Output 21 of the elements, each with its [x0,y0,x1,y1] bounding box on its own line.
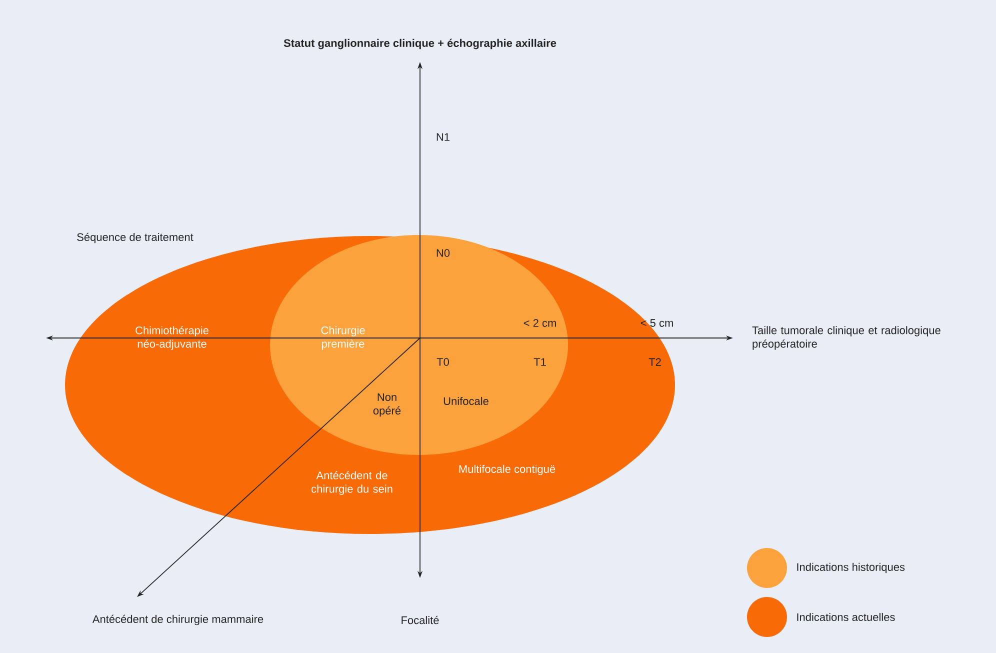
axis-title: Focalité [402,616,439,624]
axis-title: Taille tumorale clinique et radiologique préopératoire [752,326,940,350]
stage-label: T0 [436,358,449,366]
region-label: Unifocale [444,396,488,406]
legend-label: Indications actuelles [797,612,895,622]
stage-label: N0 [436,249,450,257]
region-label: Antécédent de chirurgie du sein [312,471,392,495]
legend-label: Indications historiques [797,562,905,574]
axis-title: Antécédent de chirurgie mammaire [92,614,264,626]
size-label: < 2 cm [524,319,556,327]
size-label: < 5 cm [640,319,673,327]
axis-title: Statut ganglionnaire clinique + échographie axillaire [284,38,556,50]
group-heading: Séquence de traitement [77,232,194,244]
region-label: Chimiothérapie néo-adjuvante [136,326,208,350]
region-ellipse [270,235,568,455]
region-label: Multifocale contiguë [459,464,556,476]
stage-label: N1 [436,133,450,141]
stage-label: T2 [648,358,661,366]
region-label: Non opéré [373,393,401,417]
stage-label: T1 [534,358,546,366]
region-label: Chirurgie première [321,326,365,350]
